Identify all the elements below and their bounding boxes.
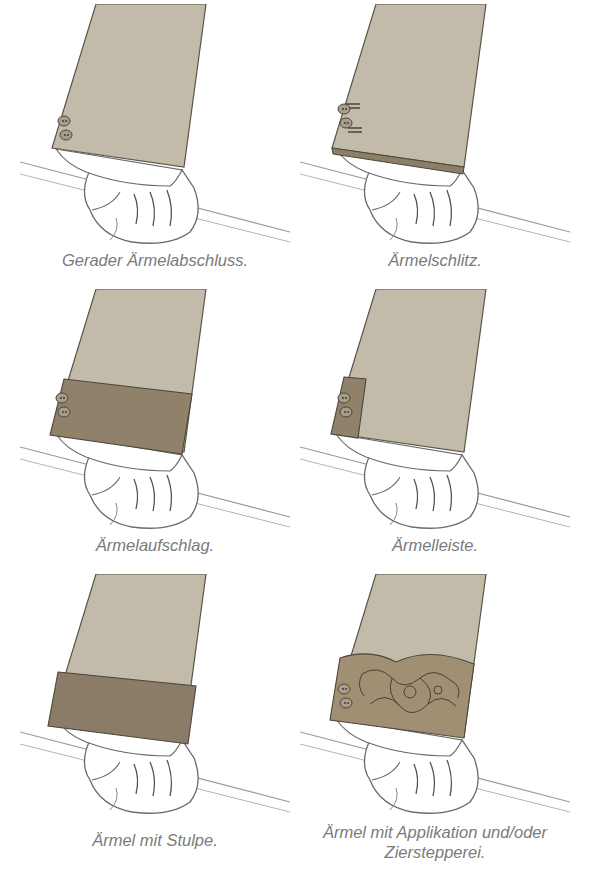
- caption-text: Ärmelaufschlag.: [96, 535, 214, 555]
- sleeve-illustration: [20, 289, 290, 534]
- caption-text: Gerader Ärmelabschluss.: [62, 250, 248, 270]
- sleeve-illustration: [300, 289, 570, 534]
- sleeve-illustration: [20, 4, 290, 249]
- caption-text: Ärmelleiste.: [392, 535, 478, 555]
- caption-box: Ärmelleiste.: [300, 535, 570, 555]
- caption-box: Ärmel mit Applikation und/oder Zierstepp…: [300, 822, 570, 862]
- sleeve-illustration: [20, 574, 290, 819]
- caption-text: Ärmelschlitz.: [388, 250, 482, 270]
- caption-text: Ärmel mit Applikation und/oder Zierstepp…: [315, 822, 555, 862]
- sleeve-illustration: [300, 4, 570, 249]
- caption-box: Gerader Ärmelabschluss.: [20, 250, 290, 270]
- caption-box: Ärmelaufschlag.: [20, 535, 290, 555]
- caption-text: Ärmel mit Stulpe.: [92, 830, 218, 850]
- caption-box: Ärmel mit Stulpe.: [20, 830, 290, 850]
- caption-box: Ärmelschlitz.: [300, 250, 570, 270]
- sleeve-illustration: [300, 574, 570, 819]
